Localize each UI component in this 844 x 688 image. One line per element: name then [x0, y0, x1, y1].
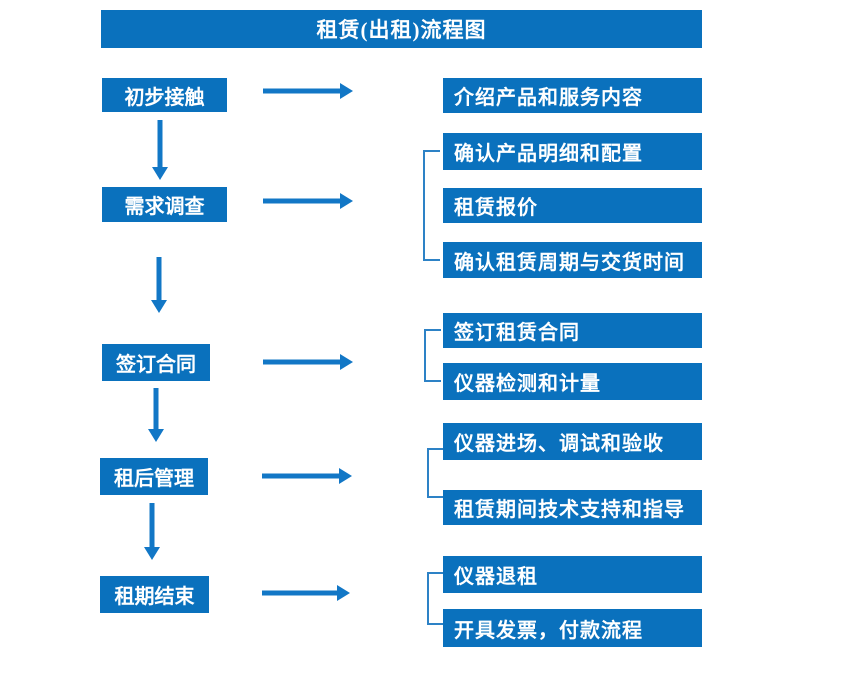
- bracket-group-rental-end: [427, 572, 444, 625]
- down-arrow-icon-2: [151, 257, 167, 313]
- arrow-shaft: [263, 88, 341, 94]
- arrow-head: [151, 300, 167, 313]
- right-arrow-icon-3: [263, 354, 353, 370]
- right-arrow-icon-4: [262, 468, 352, 484]
- arrow-head: [340, 83, 353, 99]
- arrow-head: [337, 585, 350, 601]
- down-arrow-icon-1: [152, 120, 168, 180]
- arrow-head: [144, 547, 160, 560]
- detail-instrument-entry-debug-acceptance: 仪器进场、调试和验收: [443, 423, 702, 460]
- arrow-shaft: [262, 473, 340, 479]
- right-arrow-icon-5: [262, 585, 350, 601]
- page-title: 租赁(出租)流程图: [316, 18, 487, 42]
- stage-rental-end: 租期结束: [100, 576, 209, 613]
- bracket-group-post-rental: [427, 448, 444, 498]
- stage-initial-contact: 初步接触: [102, 78, 227, 112]
- bracket-group-demand-survey: [423, 150, 440, 261]
- arrow-head: [339, 468, 352, 484]
- arrow-shaft: [263, 198, 341, 204]
- stage-post-rental-management: 租后管理: [100, 458, 208, 495]
- down-arrow-icon-3: [148, 388, 164, 442]
- arrow-shaft: [262, 590, 338, 596]
- detail-confirm-rental-period-delivery: 确认租赁周期与交货时间: [443, 242, 702, 278]
- arrow-head: [152, 167, 168, 180]
- title-bar: 租赁(出租)流程图: [101, 10, 702, 48]
- detail-sign-rental-contract: 签订租赁合同: [443, 313, 702, 348]
- detail-invoice-payment-process: 开具发票，付款流程: [443, 609, 702, 647]
- detail-instrument-return: 仪器退租: [443, 556, 702, 593]
- arrow-shaft: [156, 257, 162, 301]
- down-arrow-icon-4: [144, 503, 160, 560]
- stage-sign-contract: 签订合同: [102, 344, 210, 381]
- arrow-shaft: [263, 359, 341, 365]
- bracket-group-sign-contract: [424, 329, 441, 382]
- arrow-head: [148, 429, 164, 442]
- arrow-head: [340, 354, 353, 370]
- detail-instrument-testing-measurement: 仪器检测和计量: [443, 363, 702, 400]
- arrow-head: [340, 193, 353, 209]
- detail-rental-quotation: 租赁报价: [443, 188, 702, 223]
- arrow-shaft: [149, 503, 155, 548]
- detail-confirm-product-details-config: 确认产品明细和配置: [443, 133, 702, 170]
- right-arrow-icon-2: [263, 193, 353, 209]
- stage-demand-survey: 需求调查: [102, 187, 227, 222]
- detail-introduce-products-services: 介绍产品和服务内容: [443, 78, 702, 113]
- right-arrow-icon-1: [263, 83, 353, 99]
- arrow-shaft: [153, 388, 159, 430]
- detail-technical-support-guidance: 租赁期间技术支持和指导: [443, 490, 702, 525]
- arrow-shaft: [157, 120, 163, 168]
